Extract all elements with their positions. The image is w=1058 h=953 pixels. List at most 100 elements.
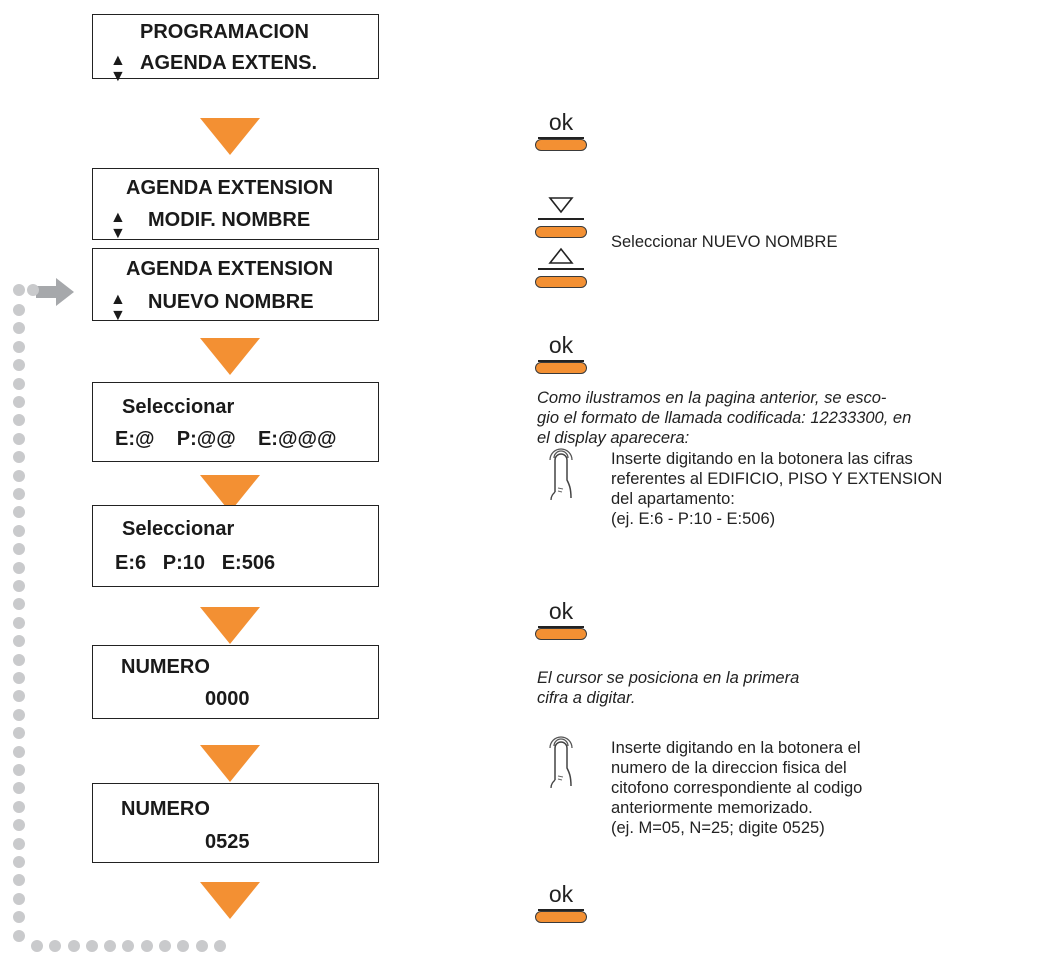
loop-dot [13, 893, 25, 905]
lcd-line-1: Seleccionar [122, 396, 235, 418]
lcd-line-2: 0000 [205, 688, 250, 710]
triangle-down-icon [548, 197, 574, 214]
loop-dot [141, 940, 153, 952]
loop-dot [177, 940, 189, 952]
ok-key[interactable]: ok [535, 332, 587, 374]
loop-dot [13, 801, 25, 813]
flow-arrow-icon [200, 745, 260, 782]
up-key-pill [535, 276, 587, 288]
loop-dot [13, 378, 25, 390]
flow-arrow-icon [200, 607, 260, 644]
ok-label: ok [548, 332, 574, 358]
loop-dot [13, 451, 25, 463]
down-key[interactable] [535, 196, 587, 238]
loop-dot [13, 930, 25, 942]
ok-key[interactable]: ok [535, 598, 587, 640]
ok-key-pill [535, 362, 587, 374]
loop-dot [13, 488, 25, 500]
ok-label: ok [548, 109, 574, 135]
lcd-line-2: E:@ P:@@ E:@@@ [115, 428, 337, 450]
lcd-line-2: 0525 [205, 831, 250, 853]
loop-dot [13, 727, 25, 739]
loop-dot [13, 525, 25, 537]
loop-dot [122, 940, 134, 952]
select-new-name-text: Seleccionar NUEVO NOMBRE [611, 233, 838, 251]
lcd-line-2: NUEVO NOMBRE [148, 291, 314, 313]
loop-dot [68, 940, 80, 952]
loop-dot [13, 838, 25, 850]
loop-dot [13, 506, 25, 518]
ok-key-pill [535, 911, 587, 923]
loop-dot [13, 690, 25, 702]
loop-dot [13, 543, 25, 555]
loop-dot [13, 709, 25, 721]
loop-dot [13, 911, 25, 923]
loop-dot [13, 562, 25, 574]
lcd-display-numero-empty: NUMERO 0000 [92, 645, 379, 719]
loop-dot [13, 470, 25, 482]
loop-dot [214, 940, 226, 952]
lcd-line-1: NUMERO [121, 656, 210, 678]
up-down-arrows-icon: ▲▼ [110, 209, 126, 242]
loop-dot [13, 672, 25, 684]
flow-arrow-icon [200, 118, 260, 155]
loop-dot [13, 359, 25, 371]
triangle-up-icon [548, 247, 574, 264]
ok-underline [538, 137, 584, 139]
up-key[interactable] [535, 246, 587, 288]
lcd-line-1: AGENDA EXTENSION [126, 177, 334, 199]
flow-arrow-icon [200, 338, 260, 375]
loop-dot [86, 940, 98, 952]
ok-label: ok [548, 881, 574, 907]
ok-underline [538, 360, 584, 362]
loop-dot [13, 874, 25, 886]
up-down-arrows-icon: ▲▼ [110, 291, 126, 324]
loop-dot [104, 940, 116, 952]
lcd-display-programacion: ▲▼ PROGRAMACION AGENDA EXTENS. [92, 14, 379, 85]
loop-dot [13, 635, 25, 647]
up-down-arrows-icon: ▲▼ [110, 52, 126, 85]
lcd-line-2: E:6 P:10 E:506 [115, 552, 276, 574]
loop-dot [13, 414, 25, 426]
loop-dot [49, 940, 61, 952]
lcd-line-2: AGENDA EXTENS. [140, 52, 318, 74]
ok-key[interactable]: ok [535, 109, 587, 151]
insert-building-text: Inserte digitando en la botonera las cif… [611, 450, 943, 528]
loop-pointer-arrow-icon [36, 278, 74, 306]
loop-dot [13, 617, 25, 629]
lcd-line-1: NUMERO [121, 798, 210, 820]
loop-dot [13, 322, 25, 334]
ok-key-pill [535, 628, 587, 640]
format-note: Como ilustramos en la pagina anterior, s… [537, 389, 912, 447]
lcd-line-1: Seleccionar [122, 518, 235, 540]
ok-label: ok [548, 598, 574, 624]
ok-key[interactable]: ok [535, 881, 587, 923]
finger-press-icon [549, 736, 573, 789]
lcd-display-seleccionar-format: Seleccionar E:@ P:@@ E:@@@ [92, 382, 379, 462]
loop-dot [13, 284, 25, 296]
lcd-line-2: MODIF. NOMBRE [148, 209, 311, 231]
lcd-line-1: PROGRAMACION [140, 21, 309, 43]
finger-press-icon [549, 448, 573, 501]
down-key-pill [535, 226, 587, 238]
loop-dot [27, 284, 39, 296]
lcd-line-1: AGENDA EXTENSION [126, 258, 334, 280]
lcd-display-nuevo-nombre: ▲▼ AGENDA EXTENSION NUEVO NOMBRE [92, 248, 379, 324]
loop-dot [13, 746, 25, 758]
loop-dot [13, 396, 25, 408]
loop-dot [13, 580, 25, 592]
loop-dot [159, 940, 171, 952]
loop-dot [13, 764, 25, 776]
cursor-note: El cursor se posiciona en la primera cif… [537, 669, 800, 707]
loop-dot [13, 856, 25, 868]
key-underline [538, 268, 584, 270]
lcd-display-modif-nombre: ▲▼ AGENDA EXTENSION MODIF. NOMBRE [92, 168, 379, 242]
loop-dot [13, 782, 25, 794]
ok-underline [538, 909, 584, 911]
ok-key-pill [535, 139, 587, 151]
lcd-display-numero-filled: NUMERO 0525 [92, 783, 379, 863]
loop-dot [13, 654, 25, 666]
loop-dot [13, 598, 25, 610]
loop-dot [13, 819, 25, 831]
loop-dot [13, 341, 25, 353]
